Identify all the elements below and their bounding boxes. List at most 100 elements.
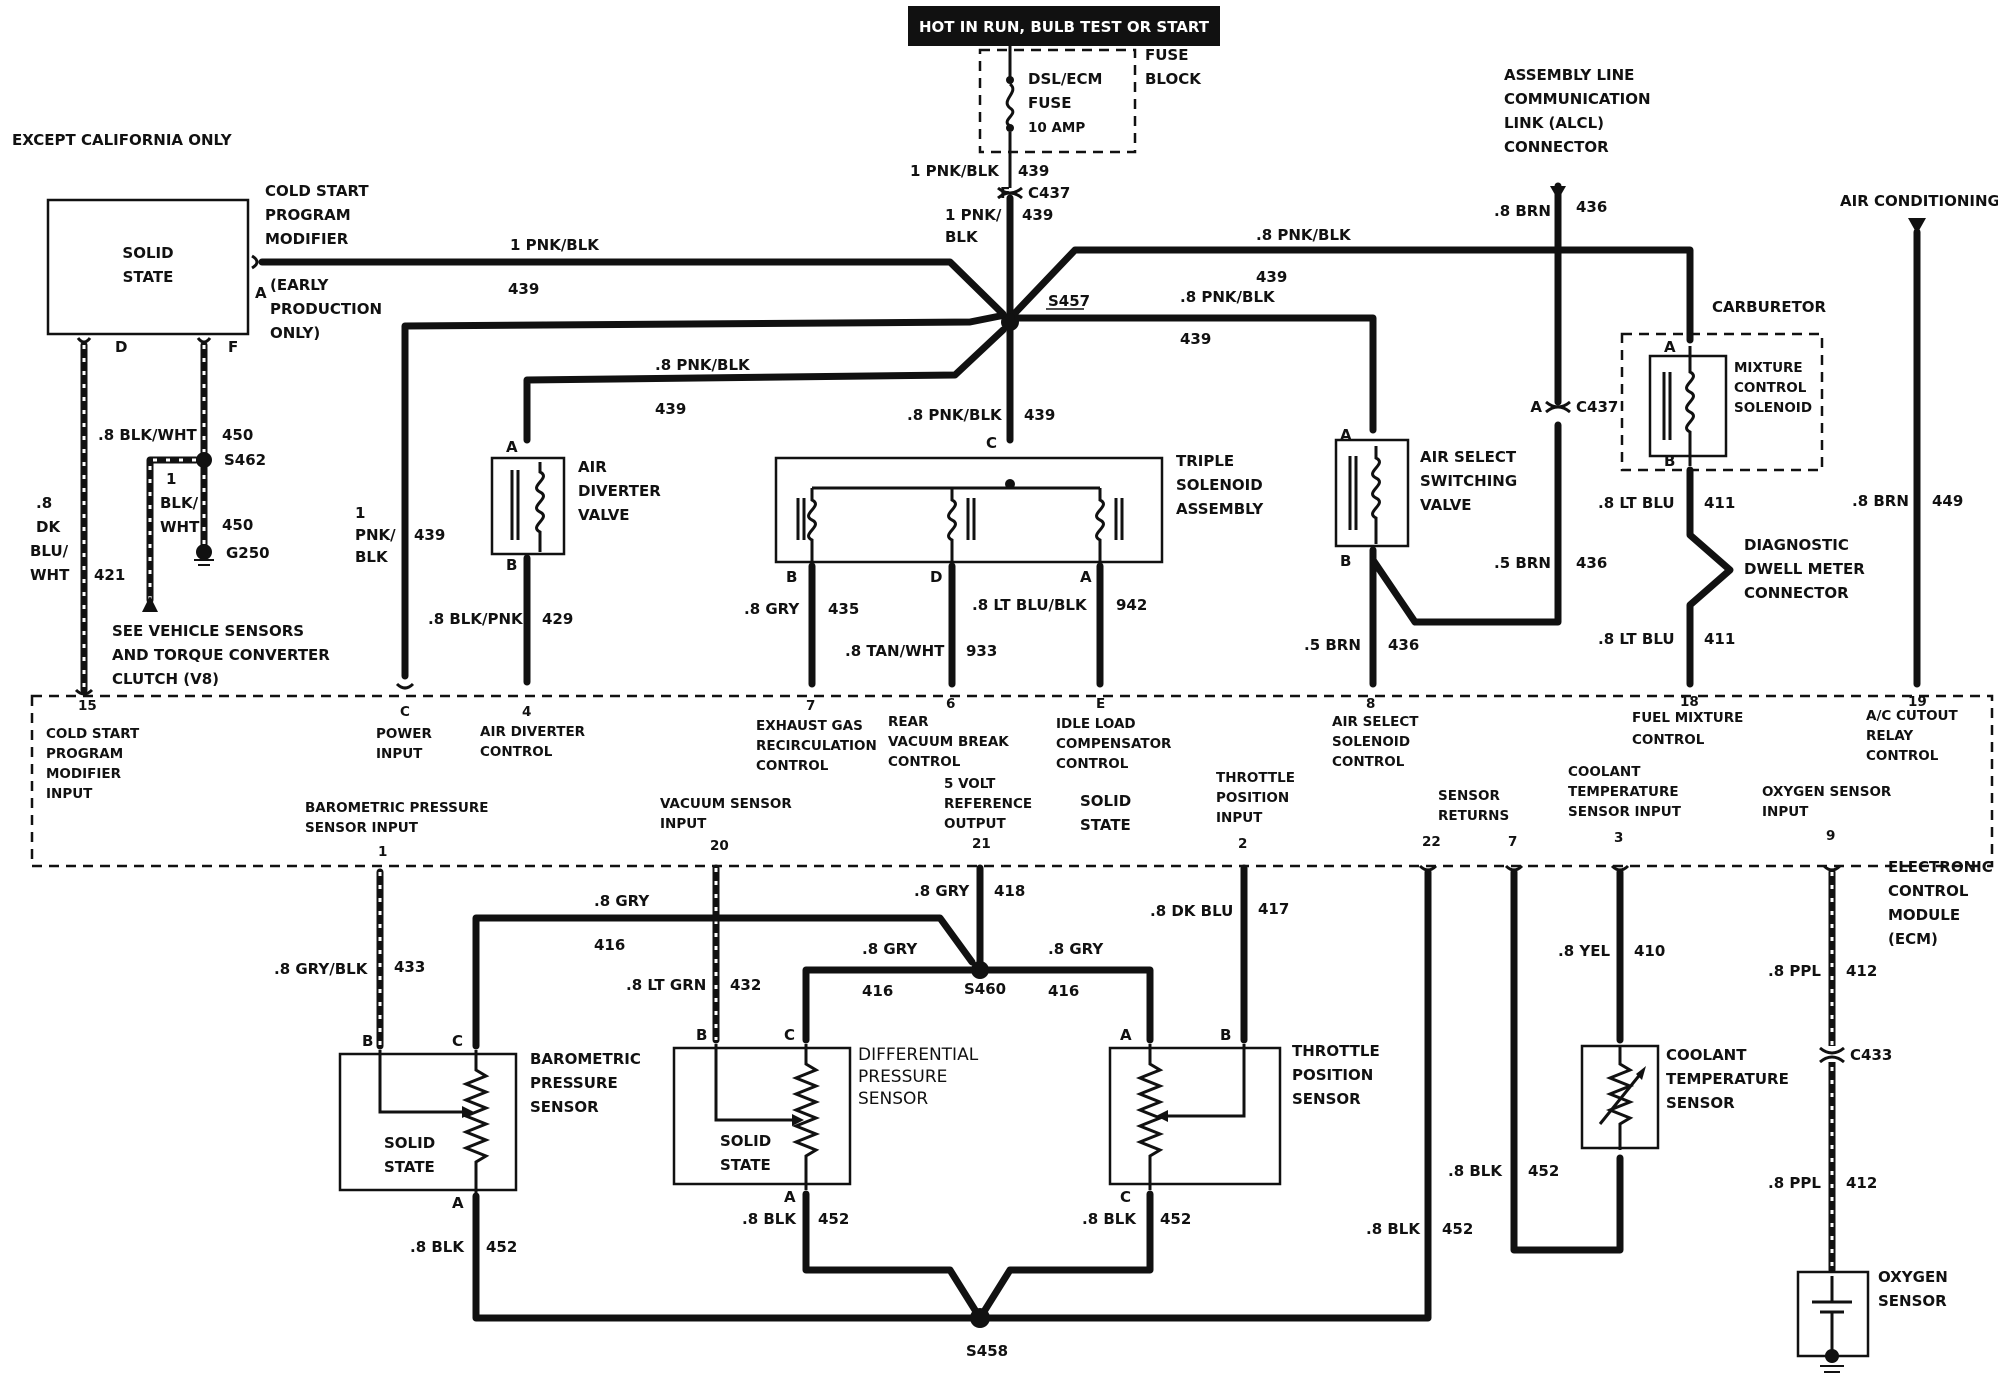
wire-label-8ltblublk: .8 LT BLU/BLK: [972, 596, 1088, 614]
wire-439-air-diverter: [523, 326, 1007, 444]
pin-c-connector-icon: [395, 682, 415, 690]
pin-6-label-2: VACUUM BREAK: [888, 734, 1009, 750]
pin-8-label-2: SOLENOID: [1332, 734, 1410, 750]
wire-code-416-c: 416: [1048, 982, 1079, 1000]
carb-pin-a: A: [1664, 338, 1676, 356]
pin-3-label-1: COOLANT: [1568, 764, 1641, 780]
ecm-bottom-pin-2: THROTTLE POSITION INPUT 2: [1216, 770, 1295, 852]
ecm-bottom-pin-21: 5 VOLT REFERENCE OUTPUT 21: [944, 776, 1032, 852]
wire-label-8ltgrn: .8 LT GRN: [626, 976, 706, 994]
pin-15-label-1: COLD START: [46, 726, 140, 742]
splice-s457-label: S457: [1048, 292, 1090, 310]
splice-s460-icon: [971, 961, 989, 979]
tps-label-1: THROTTLE: [1292, 1042, 1380, 1060]
wire-label-8gry-416a: .8 GRY: [594, 892, 650, 910]
tps-pin-a: A: [1120, 1026, 1132, 1044]
diff-pin-c: C: [784, 1026, 795, 1044]
pin-1-label-2: SENSOR INPUT: [305, 820, 419, 836]
fuse-block-label-1: FUSE: [1145, 46, 1188, 64]
wire-label-8blkwht: .8 BLK/WHT: [98, 426, 198, 444]
wire-452-ecm: [976, 868, 1432, 1322]
pin-e-number: E: [1096, 696, 1105, 712]
baro-pin-b: B: [362, 1032, 373, 1050]
wire-code-450-a: 450: [222, 426, 253, 444]
pin-7b-connector-icon: [1504, 864, 1524, 872]
wire-411: [1686, 466, 1734, 688]
connector-c437-label: C437: [1028, 184, 1070, 202]
triple-pin-c: C: [986, 434, 997, 452]
pin-21-label-3: OUTPUT: [944, 816, 1007, 832]
wire-code-411-b: 411: [1704, 630, 1735, 648]
cold-start-modifier-box: [46, 198, 250, 336]
cold-start-solid: SOLID: [122, 244, 173, 262]
wire-code-418: 418: [994, 882, 1025, 900]
diag-label-2: DWELL METER: [1744, 560, 1865, 578]
wire-label-8blk-e: .8 BLK: [1448, 1162, 1503, 1180]
wire-452-tps: [976, 1190, 1154, 1322]
cold-start-state: STATE: [123, 268, 174, 286]
power-source-banner: [908, 6, 1220, 46]
baro-label-3: SENSOR: [530, 1098, 599, 1116]
air-conditioning-label: AIR CONDITIONING: [1840, 192, 1998, 210]
wire-label-blkwht-a: BLK/: [160, 494, 199, 512]
wire-label-8blk-d: .8 BLK: [1366, 1220, 1421, 1238]
connector-c437-alcl-icon-2: [1545, 405, 1571, 414]
pin-21-number: 21: [972, 836, 991, 852]
pin-9-label-1: OXYGEN SENSOR: [1762, 784, 1892, 800]
wire-code-449: 449: [1932, 492, 1963, 510]
air-select-label-2: SWITCHING: [1420, 472, 1517, 490]
wire-code-435: 435: [828, 600, 859, 618]
pin-e-label-1: IDLE LOAD: [1056, 716, 1136, 732]
baro-solid: SOLID: [384, 1134, 435, 1152]
wire-452-coolant: [1510, 868, 1624, 1254]
air-conditioning-arrow-icon: [1908, 218, 1926, 234]
cold-start-title-1: COLD START: [265, 182, 369, 200]
pin-21-label-1: 5 VOLT: [944, 776, 996, 792]
alcl-label-4: CONNECTOR: [1504, 138, 1609, 156]
wire-label-8yel: .8 YEL: [1558, 942, 1610, 960]
pin-15-label-2: PROGRAM: [46, 746, 123, 762]
wire-code-412-b: 412: [1846, 1174, 1877, 1192]
air-diverter-label-2: DIVERTER: [578, 482, 661, 500]
air-select-pin-a: A: [1340, 426, 1352, 444]
diff-label-3: SENSOR: [858, 1089, 928, 1109]
pin-9-label-2: INPUT: [1762, 804, 1809, 820]
tps-label-3: SENSOR: [1292, 1090, 1361, 1108]
pin-3-label-2: TEMPERATURE: [1568, 784, 1679, 800]
pin-8-label-1: AIR SELECT: [1332, 714, 1419, 730]
wire-code-421: 421: [94, 566, 125, 584]
wire-439-air-select: [1014, 314, 1377, 434]
diag-label-1: DIAGNOSTIC: [1744, 536, 1849, 554]
wire-436-alcl: [1369, 421, 1562, 626]
air-diverter-valve-box: [490, 456, 566, 556]
ecm-bottom-pin-7: 7: [1508, 834, 1517, 850]
ecm-bottom-pin-20: VACUUM SENSOR INPUT 20: [660, 796, 792, 854]
ecm-label-1: ELECTRONIC: [1888, 858, 1993, 876]
connector-f-label: F: [1000, 184, 1010, 202]
connector-c433-icon: [1819, 1046, 1845, 1055]
pin-3-connector-icon: [1610, 864, 1630, 872]
ecm-center-state: STATE: [1080, 816, 1131, 834]
wire-label-8ltblu-b: .8 LT BLU: [1598, 630, 1675, 648]
cold-start-title-2: PROGRAM: [265, 206, 351, 224]
carb-label-2: CONTROL: [1734, 380, 1807, 396]
wire-label-421-a: .8: [36, 494, 52, 512]
wire-439-carburetor: [1012, 246, 1694, 344]
air-select-label-1: AIR SELECT: [1420, 448, 1517, 466]
wire-452-diff: [802, 1190, 984, 1322]
pin-9-number: 9: [1826, 828, 1835, 844]
wire-code-411-a: 411: [1704, 494, 1735, 512]
pin-15-label-4: INPUT: [46, 786, 93, 802]
wire-label-8ppl-a: .8 PPL: [1768, 962, 1821, 980]
wire-label-1pnkblk-top: 1 PNK/BLK: [910, 162, 1000, 180]
wire-code-436-alcl: 436: [1576, 198, 1607, 216]
ecm-top-pin-8: 8 AIR SELECT SOLENOID CONTROL: [1332, 696, 1419, 770]
ecm-bottom-pin-9: OXYGEN SENSOR INPUT 9: [1762, 784, 1892, 844]
wire-code-942: 942: [1116, 596, 1147, 614]
ecm-top-pin-4: 4 AIR DIVERTER CONTROL: [480, 704, 586, 760]
pin-e-label-3: CONTROL: [1056, 756, 1129, 772]
wire-code-410: 410: [1634, 942, 1665, 960]
triple-pin-b: B: [786, 568, 797, 586]
wire-416-diff: [802, 966, 976, 1044]
